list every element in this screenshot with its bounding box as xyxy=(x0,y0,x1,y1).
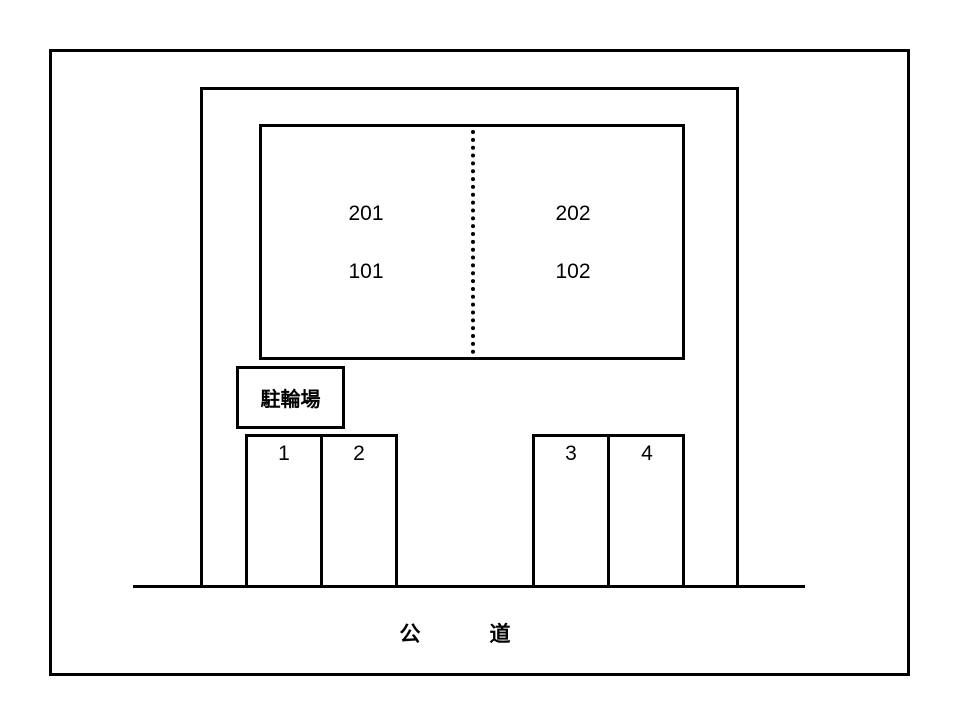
road-label-char: 公 xyxy=(399,622,421,646)
unit-101-label: 101 xyxy=(348,260,384,283)
building-outline xyxy=(259,124,685,360)
unit-102-label: 102 xyxy=(555,260,591,283)
property-boundary xyxy=(200,87,739,587)
road-label-char: 道 xyxy=(489,622,511,646)
parking-space-4 xyxy=(607,434,685,587)
parking-space-number: 4 xyxy=(641,442,653,465)
unit-divider xyxy=(471,130,475,354)
bicycle-parking-label: 駐輪場 xyxy=(236,366,345,429)
diagram-frame xyxy=(49,49,910,676)
parking-space-number: 2 xyxy=(353,442,365,465)
parking-space-number: 1 xyxy=(278,442,290,465)
parking-space-number: 3 xyxy=(565,442,577,465)
public-road-line xyxy=(133,585,805,588)
unit-201-label: 201 xyxy=(348,202,384,225)
parking-space-2 xyxy=(320,434,398,587)
unit-202-label: 202 xyxy=(555,202,591,225)
